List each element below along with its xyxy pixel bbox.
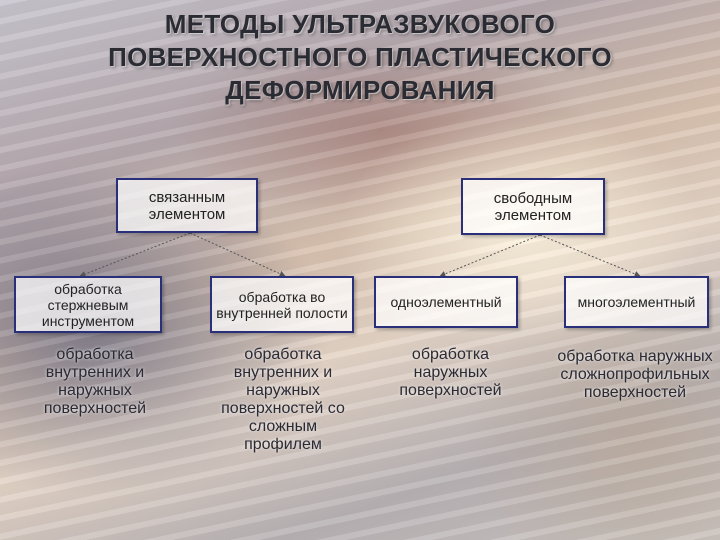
desc-single-element: обработка наружных поверхностей (399, 346, 502, 399)
title-line-1: МЕТОДЫ УЛЬТРАЗВУКОВОГО (164, 9, 556, 39)
node-bound-element: связанным элементом (116, 178, 258, 233)
arrow-free-to-multi (539, 234, 641, 277)
desc-multi-element: обработка наружных сложнопрофильных пове… (557, 348, 713, 401)
arrow-free-to-single (439, 234, 541, 277)
node-inner-cavity: обработка во внутренней полости (210, 276, 354, 333)
title-line-2: ПОВЕРХНОСТНОГО ПЛАСТИЧЕСКОГО (108, 42, 612, 72)
arrow-bound-to-rod (79, 232, 191, 277)
node-free-element: свободным элементом (461, 178, 605, 235)
node-multi-element: многоэлементный (564, 276, 709, 328)
title-line-3: ДЕФОРМИРОВАНИЯ (225, 75, 495, 105)
desc-rod-tool: обработка внутренних и наружных поверхно… (43, 346, 147, 417)
node-single-element: одноэлементный (374, 276, 518, 328)
node-rod-tool: обработка стержневым инструментом (14, 276, 162, 333)
slide-title: МЕТОДЫ УЛЬТРАЗВУКОВОГО ПОВЕРХНОСТНОГО ПЛ… (20, 8, 700, 107)
desc-inner-cavity: обработка внутренних и наружных поверхно… (221, 346, 345, 453)
arrow-bound-to-cavity (189, 232, 286, 277)
